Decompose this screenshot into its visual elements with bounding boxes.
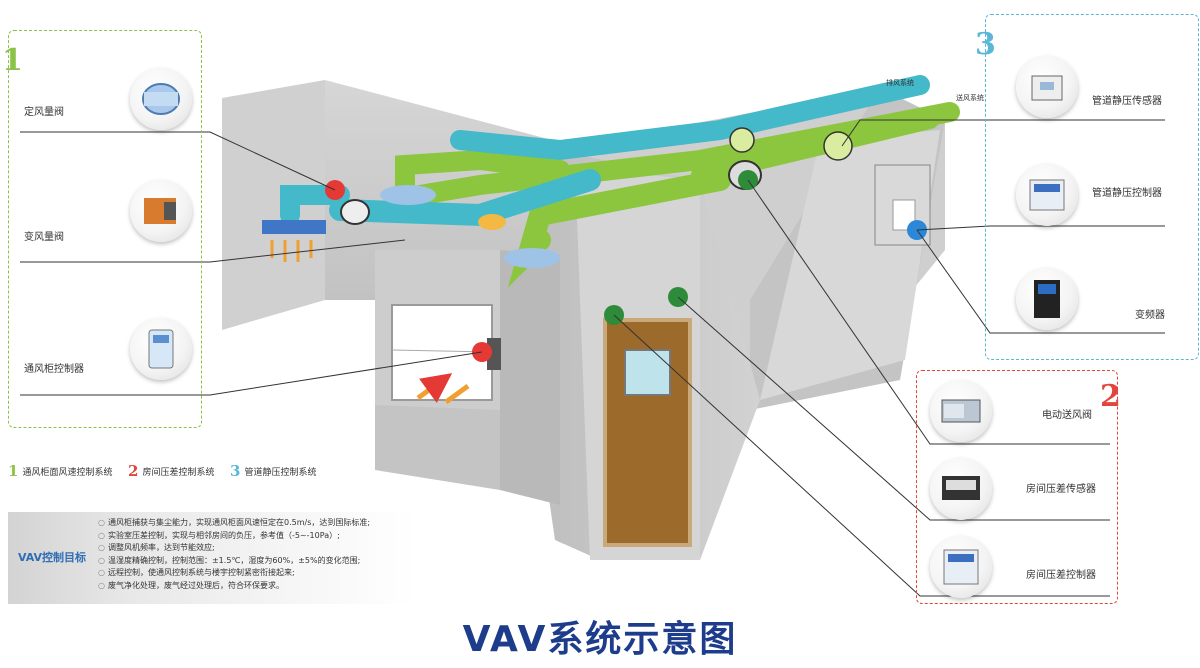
duct-pressure-controller-icon xyxy=(1016,164,1078,226)
room-pressure-sensor-icon xyxy=(930,458,992,520)
goal-item: ○实验室压差控制，实现与相邻房间的负压，参考值（-5~-10Pa）; xyxy=(98,530,340,540)
ceiling-diffuser xyxy=(380,185,436,205)
goals-list: ○通风柜捕获与集尘能力，实现通风柜面风速恒定在0.5m/s，达到国际标准; ○实… xyxy=(98,517,370,592)
item-label: 管道静压控制器 xyxy=(1092,188,1162,199)
room-pressure-controller-icon xyxy=(930,536,992,598)
group-1-box xyxy=(8,30,202,428)
group-2-box xyxy=(916,370,1118,604)
supply-terminal xyxy=(478,214,506,230)
goal-item: ○调整风机频率，达到节能效应; xyxy=(98,543,215,552)
legend-item-1: 1 通风柜面风速控制系统 xyxy=(8,462,113,480)
goal-item: ○废气净化处理，废气经过处理后，符合环保要求。 xyxy=(98,580,284,590)
item-label: 变频器 xyxy=(1135,310,1165,321)
goals-title: VAV控制目标 xyxy=(18,551,87,564)
ceiling-diffuser xyxy=(504,248,560,268)
item-label: 定风量阀 xyxy=(24,107,64,118)
group-2-number: 2 xyxy=(1100,379,1121,414)
goal-item: ○远程控制，使通风控制系统与楼宇控制紧密衔接起来; xyxy=(98,568,295,577)
group-3-box xyxy=(985,14,1199,360)
legend-item-2: 2 房间压差控制系统 xyxy=(128,462,215,480)
group-1-number: 1 xyxy=(2,43,23,78)
item-label: 变风量阀 xyxy=(24,232,64,243)
legend-item-3: 3 管道静压控制系统 xyxy=(230,462,317,480)
item-label: 房间压差传感器 xyxy=(1026,484,1096,495)
fume-hood xyxy=(375,250,560,505)
frequency-inverter-icon xyxy=(1016,268,1078,330)
item-label: 房间压差控制器 xyxy=(1026,570,1096,581)
lab-door xyxy=(603,318,692,547)
duct-damper xyxy=(729,127,755,153)
exhaust-system-label: 排风系统 xyxy=(886,79,914,87)
leader-lines xyxy=(20,119,1165,597)
exhaust-duct xyxy=(280,75,930,227)
page-title: VAV系统示意图 xyxy=(462,619,738,660)
goal-item: ○通风柜捕获与集尘能力，实现通风柜面风速恒定在0.5m/s，达到国际标准; xyxy=(98,518,371,527)
duct-damper xyxy=(340,199,370,225)
duct-pressure-sensor-icon xyxy=(1016,56,1078,118)
vav-goals-panel: VAV控制目标 ○通风柜捕获与集尘能力，实现通风柜面风速恒定在0.5m/s，达到… xyxy=(8,512,416,604)
group-3-number: 3 xyxy=(975,27,996,62)
fume-hood-controller-icon xyxy=(130,318,192,380)
goal-item: ○温湿度精确控制，控制范围：±1.5℃，湿度为60%，±5%的变化范围; xyxy=(98,555,361,565)
supply-system-label: 送风系统 xyxy=(956,94,984,102)
item-label: 管道静压传感器 xyxy=(1092,96,1162,107)
item-label: 通风柜控制器 xyxy=(24,364,84,375)
variable-air-volume-valve-icon xyxy=(130,180,192,242)
item-label: 电动送风阀 xyxy=(1042,410,1092,421)
motorized-supply-damper-icon xyxy=(930,380,992,442)
exhaust-grille xyxy=(262,220,326,234)
constant-air-volume-valve-icon xyxy=(130,68,192,130)
duct-damper xyxy=(823,131,853,161)
